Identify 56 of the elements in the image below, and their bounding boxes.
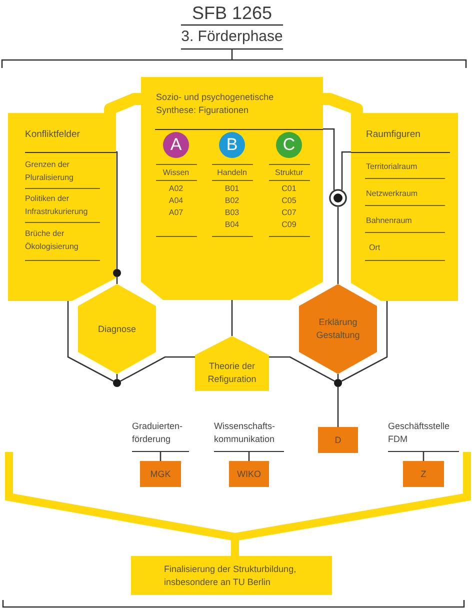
junction-dot — [113, 379, 121, 387]
code-item: B03 — [224, 206, 240, 218]
code-item: B02 — [224, 194, 240, 206]
topic-panel — [141, 77, 323, 300]
connector-line — [116, 151, 118, 269]
unit-box: MGK — [140, 461, 181, 487]
panel-heading: Sozio- und psychogenetische Synthese: Figurationen — [156, 90, 275, 116]
junction-ring — [329, 189, 347, 207]
code-item: C05 — [280, 194, 298, 206]
connector-band — [104, 93, 141, 115]
code-item: C07 — [280, 206, 298, 218]
connector-band — [323, 93, 363, 115]
connector-line — [341, 151, 351, 190]
unit-label: Wissenschafts- kommunikation — [214, 420, 284, 452]
connector-line — [67, 301, 114, 382]
panel-heading: Konfliktfelder — [25, 128, 81, 140]
list-item: Politiken der Infrastrukurierung — [25, 192, 89, 218]
code-item: A04 — [168, 194, 184, 206]
junction-dot — [334, 379, 342, 387]
list-item: Brüche der Ökologisierung — [25, 228, 80, 252]
list-item: Territorialraum — [366, 160, 418, 172]
code-item: B01 — [224, 182, 240, 194]
code-item: B04 — [224, 218, 240, 230]
code-item: A07 — [168, 206, 184, 218]
topic-panel — [8, 113, 116, 301]
subtitle: 3. Förderphase — [180, 27, 284, 47]
list-item: Netzwerkraum — [366, 188, 419, 200]
list-item: Ort — [369, 242, 382, 254]
connector-line — [120, 356, 195, 382]
unit-label: Geschäftsstelle FDM — [388, 420, 459, 452]
connector-line — [337, 207, 339, 284]
list-item: Grenzen der Pluralisierung — [25, 158, 74, 184]
unit-box: WIKO — [229, 461, 269, 487]
unit-box: Z — [403, 461, 444, 487]
column-heading: Handeln — [216, 166, 248, 178]
title: SFB 1265 — [190, 2, 274, 25]
list-item: Bahnenraum — [366, 214, 413, 226]
connector-line — [231, 300, 233, 336]
column-heading: Wissen — [162, 166, 190, 178]
topic-panel — [351, 113, 458, 301]
result-box: Finalisierung der Strukturbildung, insbesondere an TU Berlin — [131, 556, 332, 595]
pentagon-node: Theorie der Refiguration — [195, 336, 269, 391]
unit-label: Graduierten- förderung — [132, 420, 189, 452]
connector-line — [323, 128, 335, 190]
column-heading: Struktur — [274, 166, 304, 178]
connector-line — [269, 356, 335, 382]
connector-line — [341, 301, 388, 382]
code-item: A02 — [168, 182, 184, 194]
hexagon-node: Erklärung Gestaltung — [299, 284, 377, 374]
code-item: C01 — [280, 182, 298, 194]
junction-dot — [113, 269, 121, 277]
code-item: C09 — [280, 218, 298, 230]
connector-line — [337, 387, 339, 427]
panel-heading: Raumfiguren — [366, 128, 422, 140]
unit-box: D — [318, 427, 358, 453]
hexagon-node: Diagnose — [78, 284, 156, 374]
